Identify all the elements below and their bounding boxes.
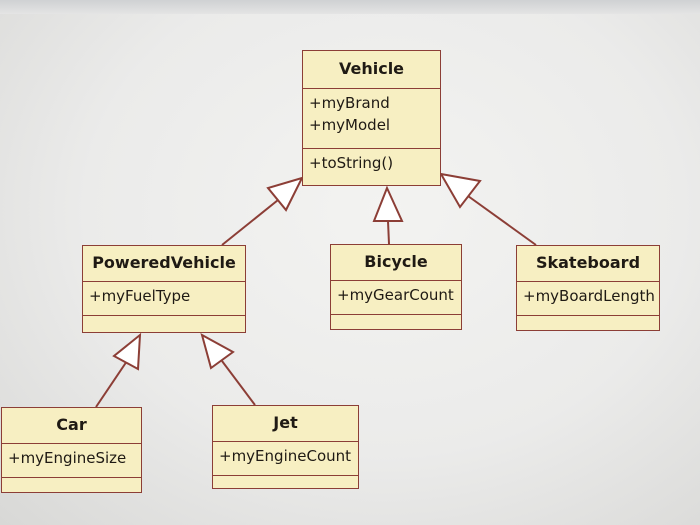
class-operations: [331, 315, 461, 321]
class-name: Car: [2, 408, 141, 444]
class-name: Bicycle: [331, 245, 461, 281]
class-attributes: +myFuelType: [83, 282, 245, 316]
edge-jet-poweredvehicle: [221, 360, 256, 406]
window-top-edge: [0, 0, 700, 14]
arrowhead-car-poweredvehicle: [112, 332, 142, 371]
edge-car-poweredvehicle: [95, 360, 128, 408]
attribute: +myEngineCount: [219, 447, 352, 465]
attribute: +myBoardLength: [523, 287, 655, 305]
attribute: +myFuelType: [89, 287, 191, 305]
class-vehicle[interactable]: Vehicle +myBrand +myModel +toString(): [302, 50, 441, 186]
class-name: Vehicle: [303, 51, 440, 89]
attribute: +myBrand: [309, 94, 390, 112]
class-name: PoweredVehicle: [83, 246, 245, 282]
class-attributes: +myBoardLength: [517, 282, 659, 316]
class-jet[interactable]: Jet +myEngineCount: [212, 405, 359, 489]
class-bicycle[interactable]: Bicycle +myGearCount: [330, 244, 462, 330]
class-operations: [517, 316, 659, 322]
arrowhead-bicycle-vehicle: [372, 185, 404, 222]
edge-skateboard-vehicle: [467, 195, 537, 246]
class-poweredvehicle[interactable]: PoweredVehicle +myFuelType: [82, 245, 246, 333]
class-attributes: +myBrand +myModel: [303, 89, 440, 149]
edge-bicycle-vehicle: [387, 220, 390, 245]
class-attributes: +myEngineSize: [2, 444, 141, 478]
class-operations: +toString(): [303, 149, 440, 177]
edge-poweredvehicle-vehicle: [221, 195, 284, 246]
class-skateboard[interactable]: Skateboard +myBoardLength: [516, 245, 660, 331]
class-name: Skateboard: [517, 246, 659, 282]
arrowhead-jet-poweredvehicle: [200, 332, 235, 370]
attribute: +myModel: [309, 116, 391, 134]
attribute: +myGearCount: [337, 286, 454, 304]
attribute: +myEngineSize: [8, 449, 127, 467]
arrowhead-poweredvehicle-vehicle: [266, 176, 304, 212]
class-attributes: +myGearCount: [331, 281, 461, 315]
class-name: Jet: [213, 406, 358, 442]
operation: +toString(): [309, 154, 394, 172]
class-car[interactable]: Car +myEngineSize: [1, 407, 142, 493]
arrowhead-skateboard-vehicle: [439, 172, 482, 209]
class-operations: [213, 476, 358, 482]
class-operations: [2, 478, 141, 484]
class-operations: [83, 316, 245, 322]
class-attributes: +myEngineCount: [213, 442, 358, 476]
